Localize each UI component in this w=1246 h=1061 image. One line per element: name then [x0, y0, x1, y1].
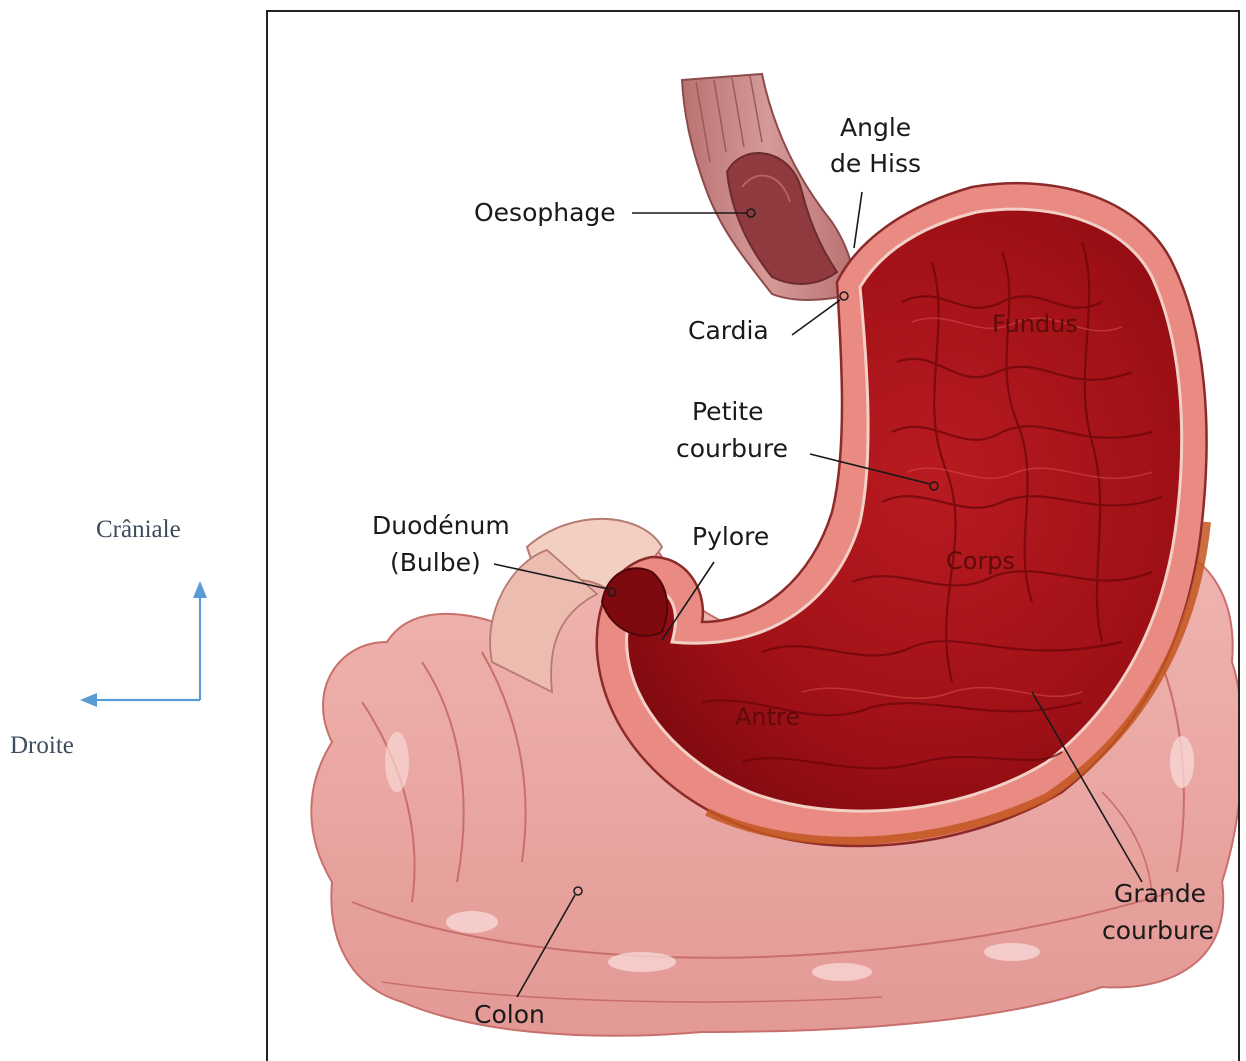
- cranial-arrow: [193, 581, 207, 700]
- corps-label: Corps: [946, 547, 1015, 575]
- angle-de-hiss-label-line2: de Hiss: [830, 149, 921, 178]
- fundus-label: Fundus: [992, 310, 1078, 338]
- stomach-illustration: Oesophage Angle de Hiss Cardia Fundus Pe…: [268, 12, 1240, 1061]
- oesophage-label: Oesophage: [474, 198, 616, 227]
- oesophagus-shape: [682, 74, 854, 300]
- angle-de-hiss-label-line1: Angle: [840, 113, 911, 142]
- petite-courbure-label-line2: courbure: [676, 434, 788, 463]
- pylore-label: Pylore: [692, 522, 769, 551]
- cardia-label: Cardia: [688, 316, 769, 345]
- grande-courbure-label-line1: Grande: [1114, 879, 1206, 908]
- orientation-arrows: [0, 0, 260, 800]
- illustration-frame: Oesophage Angle de Hiss Cardia Fundus Pe…: [266, 10, 1240, 1061]
- duodenum-label-line2: (Bulbe): [390, 548, 481, 577]
- colon-label: Colon: [474, 1000, 545, 1029]
- duodenum-label-line1: Duodénum: [372, 511, 510, 540]
- antre-label: Antre: [735, 703, 800, 731]
- grande-courbure-label-line2: courbure: [1102, 916, 1214, 945]
- petite-courbure-label-line1: Petite: [692, 397, 764, 426]
- right-arrow: [80, 693, 200, 707]
